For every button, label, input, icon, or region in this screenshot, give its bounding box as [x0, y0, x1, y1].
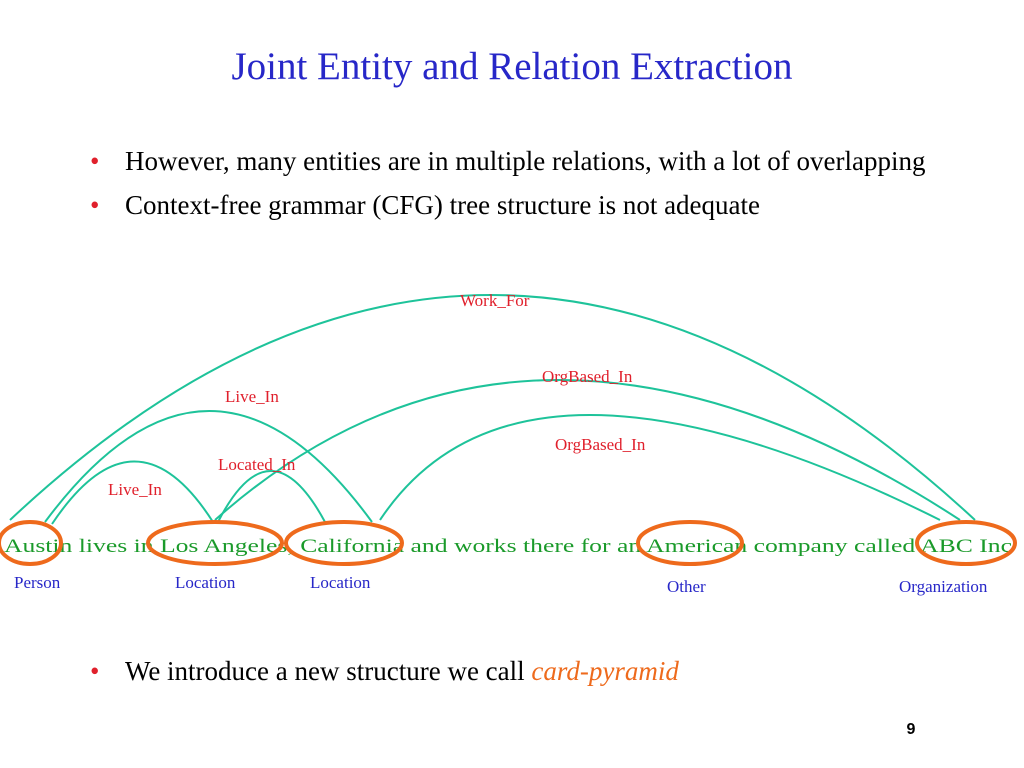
entity-type-label: Location: [310, 573, 371, 592]
bullet-item-card-pyramid: • We introduce a new structure we call c…: [90, 653, 985, 689]
entity-type-label: Organization: [899, 577, 988, 596]
bullet-item: • Context-free grammar (CFG) tree struct…: [90, 187, 950, 223]
entity-circle-abc-inc: [915, 520, 1017, 566]
bullet-item: • However, many entities are in multiple…: [90, 143, 950, 179]
arc-located-in: [217, 470, 326, 523]
bullet-text: However, many entities are in multiple r…: [125, 146, 926, 176]
entity-circle-california: [284, 520, 404, 566]
entity-type-label: Location: [175, 573, 236, 592]
bullet-dot: •: [90, 146, 100, 176]
relation-label: OrgBased_In: [555, 435, 646, 454]
arc-orgbased-in-california: [379, 414, 941, 521]
entity-circle-american: [636, 520, 744, 566]
entity-circle-los-angeles: [146, 520, 284, 566]
bullet-list: • However, many entities are in multiple…: [90, 143, 950, 231]
example-sentence: Austin lives in Los Angeles, California …: [4, 536, 1012, 557]
entity-circle-austin: [0, 520, 63, 566]
bullet-dot: •: [90, 190, 100, 220]
card-pyramid-emphasis: card-pyramid: [531, 656, 679, 686]
relation-label: Live_In: [225, 387, 279, 406]
arc-live-in-california: [44, 410, 373, 523]
relation-label: Live_In: [108, 480, 162, 499]
bullet-text: Context-free grammar (CFG) tree structur…: [125, 190, 761, 220]
bullet-text: We introduce a new structure we call: [125, 656, 532, 686]
relation-label: Located_In: [218, 455, 296, 474]
page-number: 9: [906, 721, 916, 738]
arc-live-in-la: [51, 460, 214, 525]
entity-type-label: Person: [14, 573, 61, 592]
bullet-dot: •: [90, 656, 100, 686]
entity-type-label: Other: [667, 577, 706, 596]
relation-label: OrgBased_In: [542, 367, 633, 386]
relation-label: Work_For: [460, 291, 530, 310]
arc-work-for: [9, 294, 976, 521]
slide-title: Joint Entity and Relation Extraction: [231, 45, 793, 88]
